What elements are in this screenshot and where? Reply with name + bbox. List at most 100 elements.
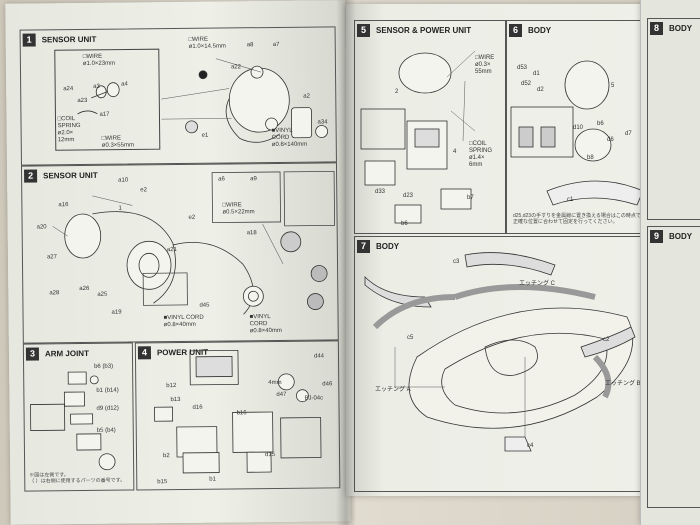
panel-header: 6 BODY: [507, 21, 551, 39]
part-label: e1: [201, 132, 209, 139]
panel-5-sensor-power-unit: 5 SENSOR & POWER UNIT: [354, 20, 506, 234]
sensor-unit-diagram: [54, 48, 329, 151]
arm-joint-diagram: [30, 371, 116, 471]
part-label: a23: [77, 97, 88, 105]
panel-1-sensor-unit: 1 SENSOR UNIT: [19, 26, 337, 166]
part-label: d33: [375, 189, 386, 195]
part-label: a3: [93, 83, 100, 90]
etching-b-label: エッチング B: [605, 381, 641, 387]
part-label: c1: [567, 197, 574, 203]
part-label: a16: [58, 202, 69, 209]
part-label: e2: [188, 214, 196, 221]
panel-header: 9 BODY: [648, 227, 692, 245]
panel-6-body: 6 BODY d53 d1 d2 d52 5 d10 b6 d7: [506, 20, 648, 234]
part-label: d15: [264, 451, 276, 459]
panel-7-body: 7 BODY: [354, 236, 648, 492]
power-unit-diagram: [154, 349, 322, 474]
step-number: 5: [357, 23, 370, 37]
part-label: 1: [118, 205, 122, 212]
railing-note: d25,d23の手すりを金属線に置き換える場合はこの時点で正確な位置に合わせて固…: [513, 213, 641, 225]
part-label: a28: [49, 290, 60, 297]
part-label: d46: [322, 381, 333, 388]
part-label: d6: [607, 137, 614, 143]
part-label: b1: [209, 476, 216, 483]
part-label: d47: [276, 391, 287, 398]
wire-label-1: □WIRE ø1.0×23mm: [82, 53, 116, 67]
part-label: a17: [99, 111, 110, 118]
part-label: b8: [587, 155, 594, 161]
body-diagram: [510, 60, 644, 206]
instruction-page-far-right: 8 BODY 9 BODY: [640, 0, 700, 525]
part-label: c4: [527, 443, 534, 449]
part-label: d53: [517, 65, 528, 71]
part-label: c5: [407, 335, 414, 341]
part-label: c2: [603, 337, 610, 343]
instruction-page-right: 5 SENSOR & POWER UNIT: [346, 4, 664, 496]
vinyl-cord-label-2: ■VINYL CORD ø0.8×40mm: [249, 314, 282, 335]
panel-3-arm-joint: 3 ARM JOINT b6 (b3) b1 (b14) d9 (d12) b5…: [22, 342, 135, 492]
part-label: a9: [250, 176, 257, 183]
part-label: a6: [218, 176, 225, 183]
step-title: BODY: [376, 241, 400, 251]
step-title: BODY: [528, 25, 552, 35]
vinyl-cord-label-1: ■VINYL CORD ø0.8×40mm: [163, 314, 204, 329]
cut-length-label: 4mm: [268, 379, 282, 387]
wire-label: □WIRE ø0.5×22mm: [222, 202, 255, 216]
step-title: SENSOR & POWER UNIT: [376, 25, 472, 35]
body-hull-diagram: [364, 252, 636, 452]
part-label: d7: [625, 131, 632, 137]
step-title: BODY: [669, 23, 693, 33]
part-label: a24: [63, 86, 74, 93]
step-number: 9: [650, 229, 663, 243]
part-label: d52: [521, 81, 532, 87]
part-label: b1 (b14): [96, 387, 119, 394]
part-label: c3: [453, 259, 460, 265]
part-label: b5 (b4): [96, 427, 116, 434]
part-label: e2: [140, 187, 147, 194]
part-label: b6: [401, 221, 408, 227]
part-label: a10: [118, 177, 129, 184]
part-label: a7: [272, 41, 280, 48]
part-label: 2: [395, 89, 399, 95]
part-label: a4: [121, 81, 128, 88]
part-label: a19: [111, 309, 122, 316]
footnote: ※図は左側です。 （ ）は右側に使用するパーツの番号です。: [29, 472, 126, 485]
part-label: 5: [611, 83, 615, 89]
part-label: d10: [573, 125, 584, 131]
coil-spring-label: □COIL SPRING ø1.4× 6mm: [469, 141, 493, 168]
panel-header: 8 BODY: [648, 19, 692, 37]
panel-header: 7 BODY: [355, 237, 399, 255]
part-label: a22: [230, 64, 242, 71]
part-label: b15: [157, 479, 168, 486]
part-label: d9 (d12): [96, 405, 119, 412]
step-number: 8: [650, 21, 663, 35]
part-label: b12: [166, 383, 177, 390]
part-label: a20: [36, 224, 47, 231]
part-label: BJ-04c: [304, 395, 324, 402]
part-label: d44: [313, 353, 325, 360]
part-label: b6 (b3): [94, 363, 114, 370]
wire-label: □WIRE ø0.3× 55mm: [475, 55, 495, 75]
part-label: d2: [537, 87, 544, 93]
wire-label-2: □WIRE ø1.0×14.5mm: [188, 36, 226, 50]
panel-4-power-unit: 4 POWER UNIT b12 b13 d16: [134, 340, 341, 491]
sensor-unit-diagram-2: [52, 170, 336, 315]
sensor-power-diagram: [360, 50, 476, 224]
part-label: a26: [79, 285, 90, 293]
panel-9-body: 9 BODY: [647, 226, 700, 508]
part-label: a21: [166, 247, 177, 254]
part-label: b2: [162, 453, 170, 460]
part-label: d23: [403, 193, 414, 199]
part-label: 4: [453, 149, 457, 155]
part-label: a25: [97, 291, 108, 298]
wire-label-3: □WIRE ø0.3×55mm: [101, 135, 134, 149]
etching-a-label: エッチング A: [375, 387, 411, 393]
panel-8-body: 8 BODY: [647, 18, 700, 220]
part-label: a18: [246, 230, 257, 237]
part-label: a2: [303, 93, 310, 100]
book-spine-shadow: [336, 0, 356, 525]
part-label: a8: [246, 42, 254, 49]
step-title: BODY: [669, 231, 693, 241]
instruction-page-left: 1 SENSOR UNIT: [5, 0, 351, 525]
